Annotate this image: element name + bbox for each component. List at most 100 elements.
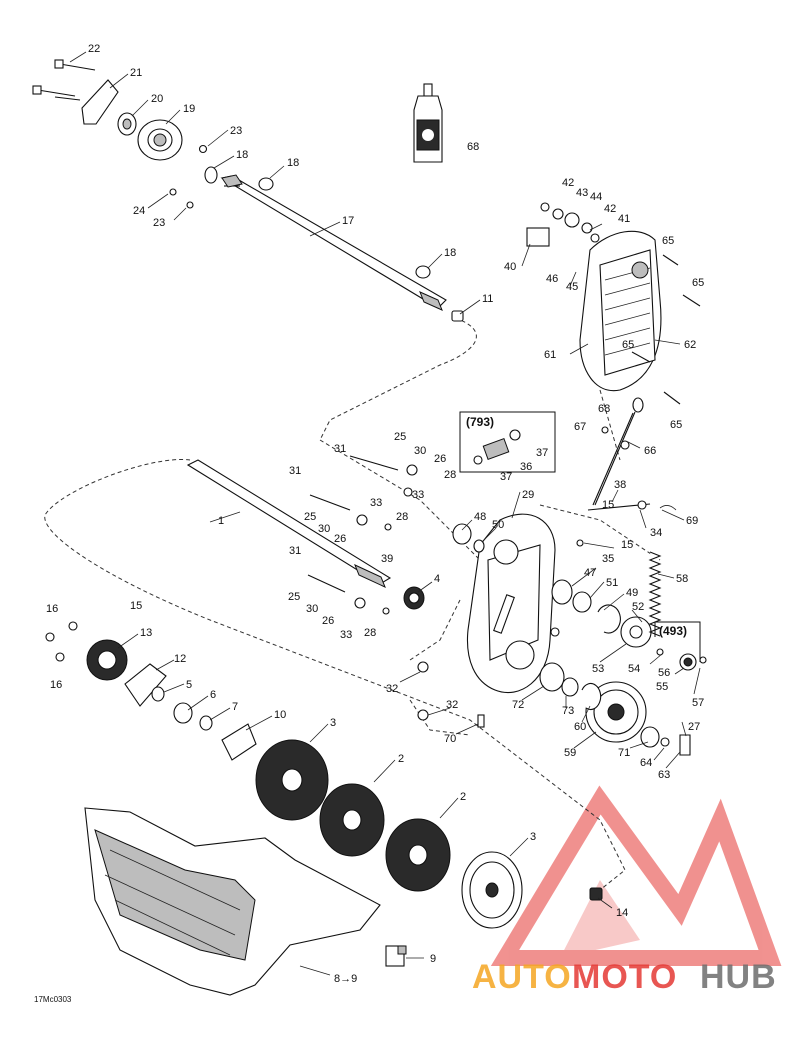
label-50: 50 [492, 519, 504, 531]
label-37a: 37 [536, 447, 548, 459]
label-36: 36 [520, 461, 532, 473]
label-39: 39 [381, 553, 393, 565]
track [84, 807, 381, 996]
label-65c: 65 [622, 339, 634, 351]
label-7: 7 [232, 701, 238, 713]
label-8: 8→9 [334, 973, 357, 985]
label-19: 19 [183, 103, 195, 115]
chaincase-housing [452, 513, 556, 694]
chaincase-cover [526, 202, 701, 405]
label-34: 34 [650, 527, 662, 539]
label-30a: 30 [414, 445, 426, 457]
chaincase-gears [539, 500, 691, 756]
label-25c: 25 [288, 591, 300, 603]
label-32a: 32 [386, 683, 398, 695]
label-18a: 18 [236, 149, 248, 161]
label-15b: 15 [621, 539, 633, 551]
label-56: 56 [658, 667, 670, 679]
drawing-code: 17Mc0303 [34, 995, 72, 1004]
box-793: (793) [459, 411, 556, 473]
label-24: 24 [133, 205, 145, 217]
label-72: 72 [512, 699, 524, 711]
label-25a: 25 [394, 431, 406, 443]
label-1: 1 [218, 515, 224, 527]
label-49: 49 [626, 587, 638, 599]
label-59: 59 [564, 747, 576, 759]
label-25b: 25 [304, 511, 316, 523]
assembly-lines [44, 317, 661, 891]
label-17: 17 [342, 215, 354, 227]
label-26c: 26 [322, 615, 334, 627]
label-15a: 15 [602, 499, 614, 511]
label-6: 6 [210, 689, 216, 701]
label-31c: 31 [289, 545, 301, 557]
label-62: 62 [684, 339, 696, 351]
label-10: 10 [274, 709, 286, 721]
label-66: 66 [644, 445, 656, 457]
label-64: 64 [640, 757, 652, 769]
sprockets [255, 739, 523, 929]
label-52: 52 [632, 601, 644, 613]
label-3b: 3 [530, 831, 536, 843]
label-28b: 28 [396, 511, 408, 523]
label-43: 43 [576, 187, 588, 199]
label-73: 73 [562, 705, 574, 717]
label-41: 41 [618, 213, 630, 225]
label-31a: 31 [334, 443, 346, 455]
box-493: (493) [654, 621, 707, 671]
label-30c: 30 [306, 603, 318, 615]
label-27: 27 [688, 721, 700, 733]
label-42a: 42 [562, 177, 574, 189]
label-14: 14 [616, 907, 628, 919]
label-30b: 30 [318, 523, 330, 535]
label-20: 20 [151, 93, 163, 105]
watermark-logo [490, 785, 782, 966]
label-69: 69 [686, 515, 698, 527]
label-60: 60 [574, 721, 586, 733]
label-18b: 18 [287, 157, 299, 169]
adjuster-rod [592, 397, 644, 506]
oil-bottle [413, 83, 443, 163]
label-22: 22 [88, 43, 100, 55]
label-65a: 65 [662, 235, 674, 247]
label-31b: 31 [289, 465, 301, 477]
label-9: 9 [430, 953, 436, 965]
box-493-label: (493) [659, 624, 687, 638]
label-37b: 37 [500, 471, 512, 483]
label-70: 70 [444, 733, 456, 745]
label-4: 4 [434, 573, 440, 585]
label-51: 51 [606, 577, 618, 589]
label-68b: 68 [598, 403, 610, 415]
label-23a: 23 [230, 125, 242, 137]
watermark-moto: MOTO [572, 958, 677, 996]
drive-axle [186, 459, 425, 610]
label-23b: 23 [153, 217, 165, 229]
box-793-label: (793) [466, 415, 494, 429]
label-3a: 3 [330, 717, 336, 729]
label-16b: 16 [50, 679, 62, 691]
label-71: 71 [618, 747, 630, 759]
label-38: 38 [614, 479, 626, 491]
label-33b: 33 [370, 497, 382, 509]
leader-lines [69, 51, 701, 976]
label-5: 5 [186, 679, 192, 691]
label-65d: 65 [670, 419, 682, 431]
watermark-text: AUTO MOTO HUB [472, 958, 776, 996]
label-33c: 33 [340, 629, 352, 641]
label-28c: 28 [364, 627, 376, 639]
label-57: 57 [692, 697, 704, 709]
label-18c: 18 [444, 247, 456, 259]
label-21: 21 [130, 67, 142, 79]
label-13: 13 [140, 627, 152, 639]
label-55: 55 [656, 681, 668, 693]
label-28a: 28 [444, 469, 456, 481]
label-46: 46 [546, 273, 558, 285]
label-15c: 15 [130, 600, 142, 612]
bolt-groups [307, 455, 418, 615]
small-parts [385, 661, 603, 967]
label-12: 12 [174, 653, 186, 665]
label-26a: 26 [434, 453, 446, 465]
label-48: 48 [474, 511, 486, 523]
label-2b: 2 [460, 791, 466, 803]
